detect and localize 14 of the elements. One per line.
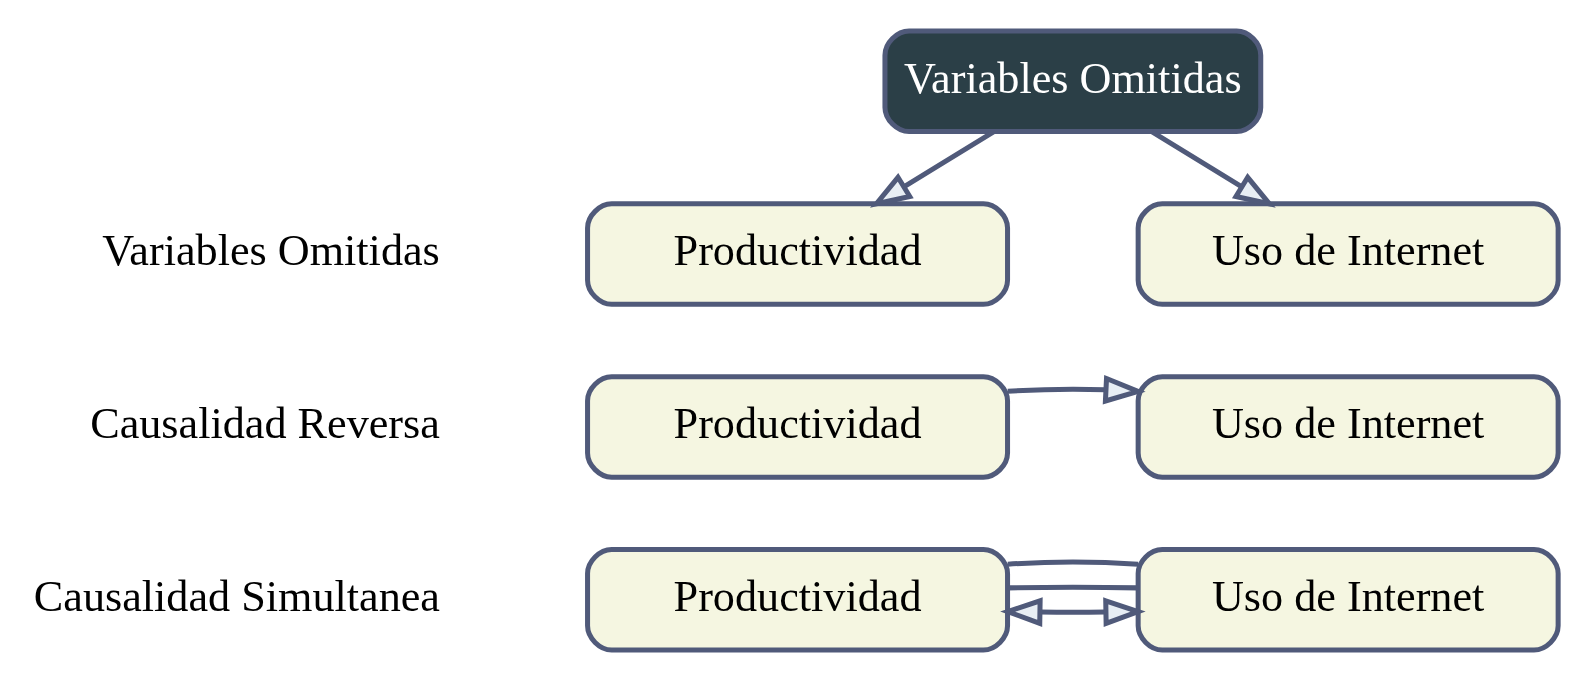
label: Variables Omitidas: [102, 225, 440, 275]
label: Causalidad Simultanea: [33, 571, 440, 621]
node-box: Uso de Internet: [1135, 373, 1561, 480]
node-box: Uso de Internet: [1135, 200, 1561, 307]
node-box: Productividad: [585, 200, 1011, 307]
node-box: Productividad: [585, 373, 1011, 480]
node-box: Productividad: [585, 546, 1011, 652]
label: Causalidad Reversa: [90, 398, 440, 448]
connector: [1007, 584, 1139, 590]
node-box: Uso de Internet: [1135, 546, 1561, 652]
connector: [1007, 559, 1139, 567]
arrow: [1007, 374, 1146, 404]
arrow: [1000, 596, 1146, 627]
node-box: Variables Omitidas: [882, 28, 1264, 134]
